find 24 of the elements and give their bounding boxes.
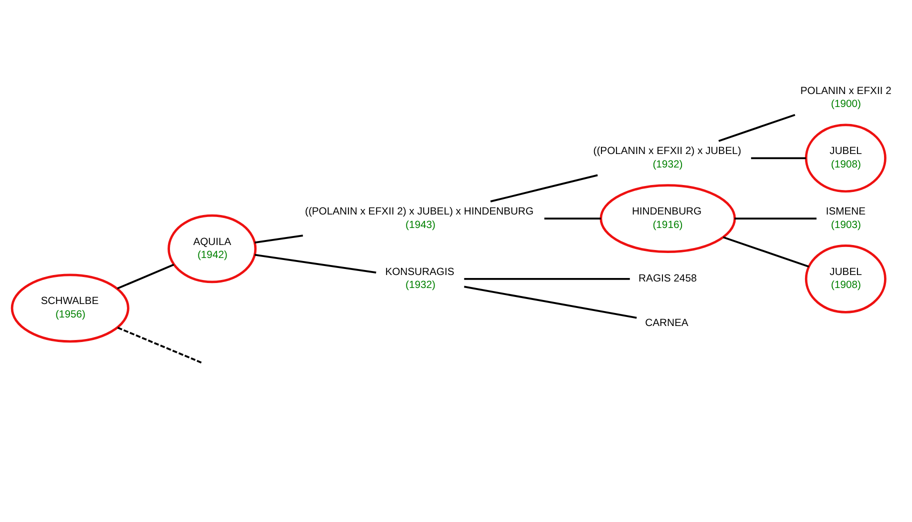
node-text: ((POLANIN x EFXII 2) x JUBEL) x HINDENBURG (1943) bbox=[305, 206, 534, 231]
connector bbox=[490, 174, 598, 202]
node-ellipse: AQUILA (1942) bbox=[168, 214, 257, 284]
connector bbox=[116, 264, 174, 290]
connector bbox=[718, 114, 796, 142]
node-ellipse: SCHWALBE (1956) bbox=[10, 274, 130, 343]
node-text: KONSURAGIS (1932) bbox=[385, 266, 454, 292]
node-text: CARNEA bbox=[645, 318, 688, 329]
node-text: ((POLANIN x EFXII 2) x JUBEL) (1932) bbox=[593, 146, 742, 170]
node-text: ISMENE (1903) bbox=[826, 206, 866, 231]
connector bbox=[751, 157, 806, 160]
node-text: RAGIS 2458 bbox=[638, 274, 697, 285]
connector bbox=[722, 236, 810, 268]
node-text: POLANIN x EFXII 2 (1900) bbox=[800, 86, 892, 110]
connector bbox=[464, 286, 637, 319]
connector bbox=[254, 254, 376, 274]
node-ellipse: JUBEL (1908) bbox=[804, 244, 886, 314]
connector bbox=[254, 234, 304, 244]
connector bbox=[464, 278, 630, 280]
node-ellipse: HINDENBURG (1916) bbox=[600, 184, 736, 253]
connector bbox=[544, 218, 601, 220]
connector bbox=[734, 218, 817, 220]
connector bbox=[117, 326, 202, 364]
node-ellipse: JUBEL (1908) bbox=[804, 124, 886, 193]
